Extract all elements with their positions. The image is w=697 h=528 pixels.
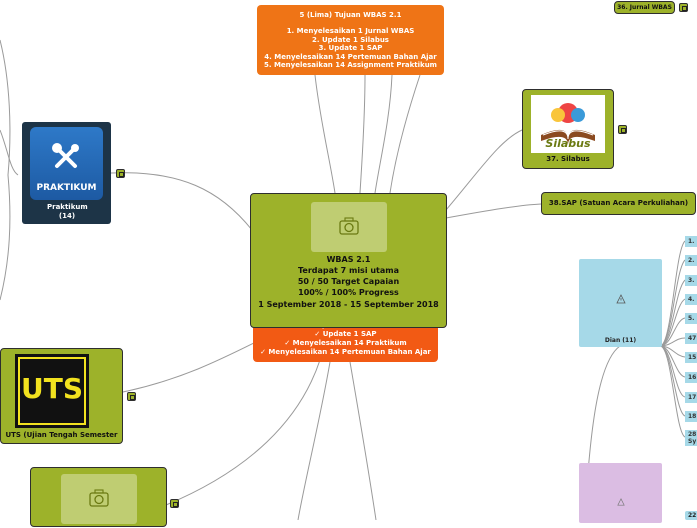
link-praktikum xyxy=(111,173,252,230)
warning-icon xyxy=(617,498,625,506)
link-left-top xyxy=(0,40,10,300)
bottom-tag-label: 22 xyxy=(688,512,696,519)
uts-node[interactable]: UTS UTS (Ujian Tengah Semester xyxy=(0,348,123,444)
praktikum-image: PRAKTIKUM xyxy=(30,127,103,200)
central-image-placeholder xyxy=(311,202,387,252)
sap-label: 38.SAP (Satuan Acara Perkuliahan) xyxy=(549,199,688,207)
jurnal-node[interactable]: 36. Jurnal WBAS xyxy=(614,1,675,14)
link-dian xyxy=(660,241,685,346)
silabus-node[interactable]: Silabus 37. Silabus xyxy=(522,89,614,169)
checklist-item-3: ✓ Menyelesaikan 14 Praktikum xyxy=(253,339,438,348)
jurnal-label: 36. Jurnal WBAS xyxy=(617,4,672,11)
link-silabus xyxy=(446,130,522,210)
tools-icon xyxy=(30,133,103,183)
central-title: WBAS 2.1 xyxy=(251,255,446,264)
praktikum-node[interactable]: PRAKTIKUM Praktikum (14) xyxy=(22,122,111,224)
uts-image-text: UTS xyxy=(15,372,89,405)
silabus-image-text: Silabus xyxy=(531,137,605,150)
goals-item-5: 5. Menyelesaikan 14 Assignment Praktikum xyxy=(257,61,444,70)
silabus-image: Silabus xyxy=(531,95,605,153)
central-line-3: 100% / 100% Progress xyxy=(251,288,446,297)
link-sap xyxy=(446,204,541,218)
praktikum-label: Praktikum (14) xyxy=(47,203,87,221)
link-goals-1 xyxy=(315,75,335,193)
side-item-4[interactable]: 4. xyxy=(685,294,697,305)
sap-node[interactable]: 38.SAP (Satuan Acara Perkuliahan) xyxy=(541,192,696,215)
side-item-11[interactable]: 28 Sy xyxy=(685,430,697,446)
link-down-2 xyxy=(350,362,376,520)
link-goals-2 xyxy=(360,75,365,193)
camera-icon xyxy=(61,474,137,524)
camera-icon xyxy=(311,202,387,252)
side-item-10[interactable]: 18 xyxy=(685,411,697,422)
bottom-image-placeholder xyxy=(61,474,137,524)
central-line-2: 50 / 50 Target Capaian xyxy=(251,277,446,286)
dian-node[interactable]: Dian (11) xyxy=(579,259,662,347)
central-node[interactable]: WBAS 2.1 Terdapat 7 misi utama 50 / 50 T… xyxy=(250,193,447,328)
side-item-6[interactable]: 47 xyxy=(685,333,697,344)
checklist-item-4: ✓ Menyelesaikan 14 Pertemuan Bahan Ajar xyxy=(253,348,438,357)
side-item-2[interactable]: 2. xyxy=(685,255,697,266)
link-bottom-green xyxy=(166,360,320,505)
link-uts xyxy=(123,340,260,392)
side-item-3[interactable]: 3. xyxy=(685,275,697,286)
warning-icon xyxy=(616,294,626,304)
central-line-4: 1 September 2018 - 15 September 2018 xyxy=(255,299,442,310)
expand-silabus-icon[interactable] xyxy=(618,125,627,134)
bottom-green-node[interactable] xyxy=(30,467,167,527)
uts-label: UTS (Ujian Tengah Semester xyxy=(1,431,122,439)
side-item-7[interactable]: 15 xyxy=(685,352,697,363)
goals-item-1: 1. Menyelesaikan 1 Jurnal WBAS xyxy=(257,27,444,36)
side-item-9[interactable]: 17 xyxy=(685,392,697,403)
goals-title: 5 (Lima) Tujuan WBAS 2.1 xyxy=(257,11,444,19)
link-down-1 xyxy=(298,362,330,520)
praktikum-image-text: PRAKTIKUM xyxy=(30,183,103,193)
link-goals-4 xyxy=(390,75,420,193)
side-item-5[interactable]: 5. xyxy=(685,313,697,324)
goals-node[interactable]: 5 (Lima) Tujuan WBAS 2.1 1. Menyelesaika… xyxy=(257,5,444,75)
side-item-1[interactable]: 1. xyxy=(685,236,697,247)
central-line-1: Terdapat 7 misi utama xyxy=(251,266,446,275)
goals-item-3: 3. Update 1 SAP xyxy=(257,44,444,53)
expand-bottom-icon[interactable] xyxy=(170,499,179,508)
silabus-label: 37. Silabus xyxy=(523,155,613,163)
checklist-item-2: ✓ Update 1 SAP xyxy=(253,330,438,339)
bottom-tag[interactable]: 22 xyxy=(685,511,697,520)
goals-item-2: 2. Update 1 Silabus xyxy=(257,36,444,45)
goals-item-4: 4. Menyelesaikan 14 Pertemuan Bahan Ajar xyxy=(257,53,444,62)
link-goals-3 xyxy=(375,75,392,193)
dian-label: Dian (11) xyxy=(579,337,662,344)
expand-praktikum-icon[interactable] xyxy=(116,169,125,178)
side-item-8[interactable]: 16 xyxy=(685,372,697,383)
uts-image: UTS xyxy=(15,354,89,428)
purple-node[interactable] xyxy=(579,463,662,523)
expand-uts-icon[interactable] xyxy=(127,392,136,401)
expand-jurnal-icon[interactable] xyxy=(679,3,688,12)
